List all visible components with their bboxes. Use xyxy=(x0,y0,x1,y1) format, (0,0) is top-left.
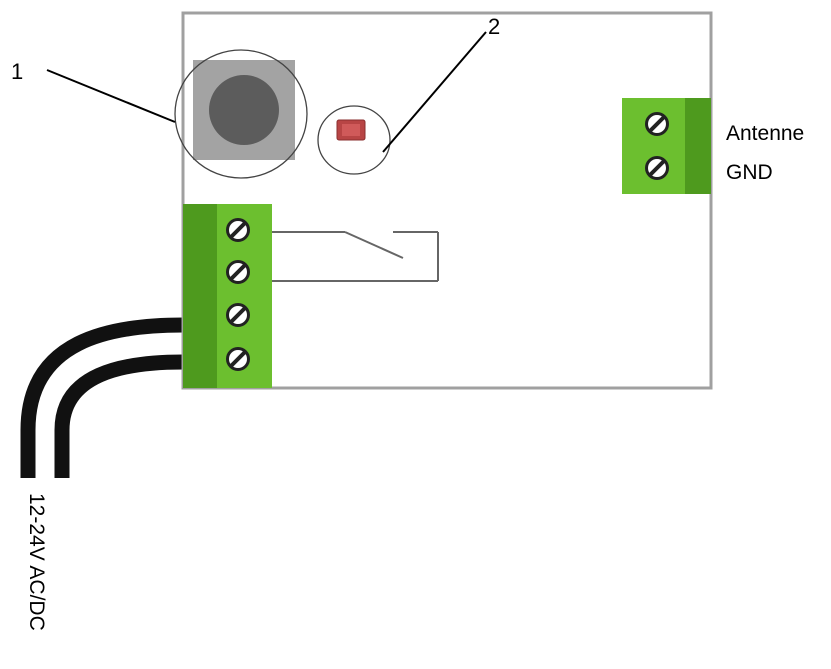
callout-1-leader xyxy=(46,69,176,123)
relay-contact-symbol xyxy=(270,231,439,282)
led-glow xyxy=(342,124,360,136)
callout-2-leader xyxy=(382,31,487,153)
callout-2-label: 2 xyxy=(488,14,500,39)
gnd-label: GND xyxy=(726,161,773,184)
antenna-label: Antenne xyxy=(726,122,804,145)
led-highlight-circle xyxy=(317,105,391,175)
power-wire-inner xyxy=(54,354,184,478)
callout-1-label: 1 xyxy=(11,59,23,84)
screw-icon xyxy=(225,302,251,328)
screw-icon xyxy=(225,346,251,372)
screw-icon xyxy=(225,259,251,285)
power-supply-label: 12-24V AC/DC xyxy=(25,493,48,631)
screw-icon xyxy=(644,111,670,137)
push-button xyxy=(193,60,295,160)
terminal-block-4pin xyxy=(183,204,272,388)
power-wire-outer xyxy=(20,317,184,478)
button-highlight-circle xyxy=(174,49,308,179)
terminal-block-2pin xyxy=(622,98,711,194)
screw-icon xyxy=(225,217,251,243)
screw-icon xyxy=(644,155,670,181)
